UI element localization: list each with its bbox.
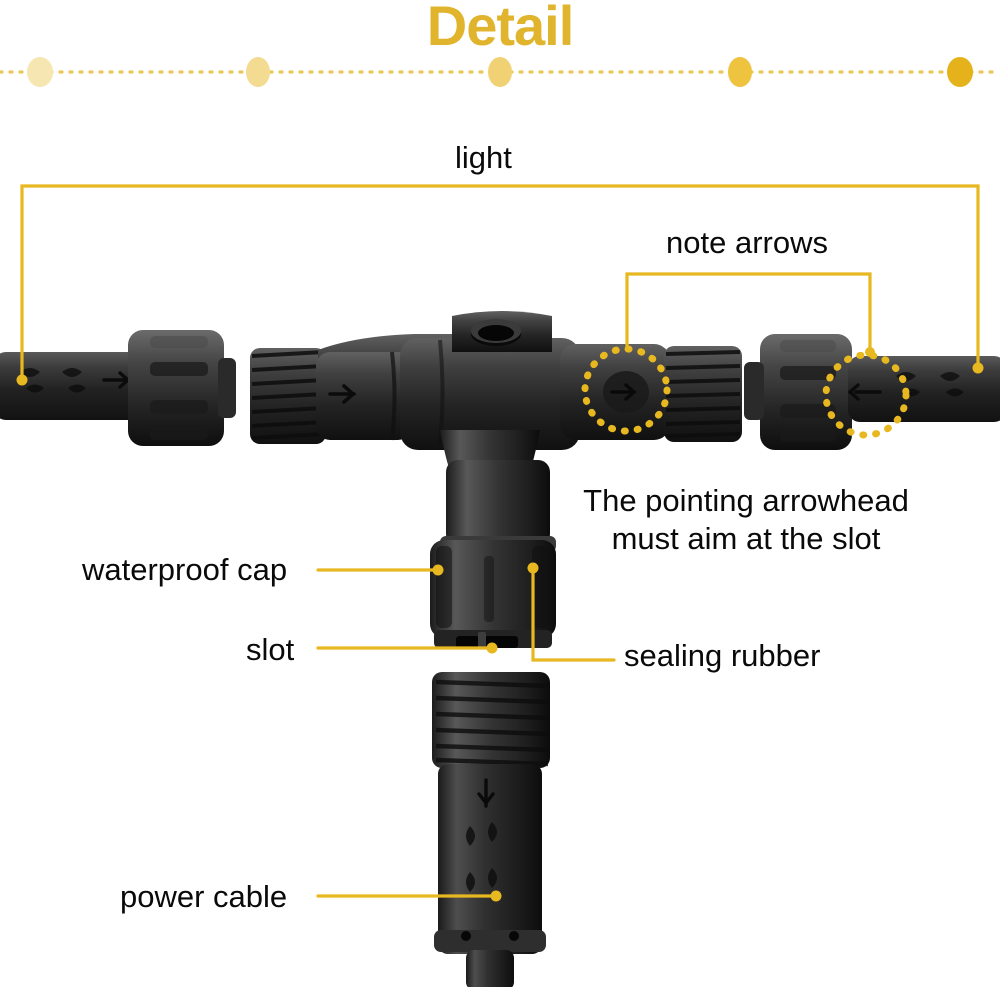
sealing-rubber-leader-line	[531, 566, 616, 662]
label-note-arrows: note arrows	[666, 225, 828, 260]
callout-end-dots	[16, 347, 984, 902]
left-thread	[250, 348, 326, 444]
bottom-threaded-stem	[432, 672, 550, 768]
center-arrow-circle	[581, 345, 671, 435]
page-title: Detail	[426, 0, 575, 57]
label-light: light	[455, 140, 512, 175]
right-power-cable	[847, 356, 1000, 422]
dot-power-cable	[490, 890, 502, 902]
right-waterproof-cap	[744, 334, 852, 450]
waterproof-t-connector-assembly	[0, 311, 1000, 987]
label-aim-instruction: The pointing arrowhead must aim at the s…	[560, 482, 932, 558]
right-arrow-circle	[822, 351, 910, 439]
dot-right-cable	[972, 362, 984, 374]
label-power-cable: power cable	[120, 879, 288, 914]
label-aim-line1: The pointing arrowhead	[583, 483, 909, 518]
right-thread	[664, 346, 742, 442]
label-waterproof-cap: waterproof cap	[82, 552, 288, 587]
dot-seal	[527, 562, 539, 574]
callout-lines	[20, 184, 980, 898]
bottom-power-cable	[434, 764, 546, 987]
dot-cap	[432, 564, 444, 576]
note-arrows-bracket-line	[625, 272, 872, 350]
light-bracket-line	[20, 184, 980, 382]
bottom-waterproof-cap	[430, 540, 556, 648]
dot-slot	[486, 642, 498, 654]
dot-left-cable	[16, 374, 28, 386]
label-aim-line2: must aim at the slot	[611, 520, 881, 556]
divider-nodes	[27, 57, 973, 87]
label-sealing-rubber: sealing rubber	[624, 638, 821, 673]
arrow-highlight-circles	[581, 345, 910, 439]
label-slot: slot	[246, 632, 295, 667]
left-waterproof-cap	[128, 330, 236, 446]
dotted-divider	[0, 57, 1000, 87]
